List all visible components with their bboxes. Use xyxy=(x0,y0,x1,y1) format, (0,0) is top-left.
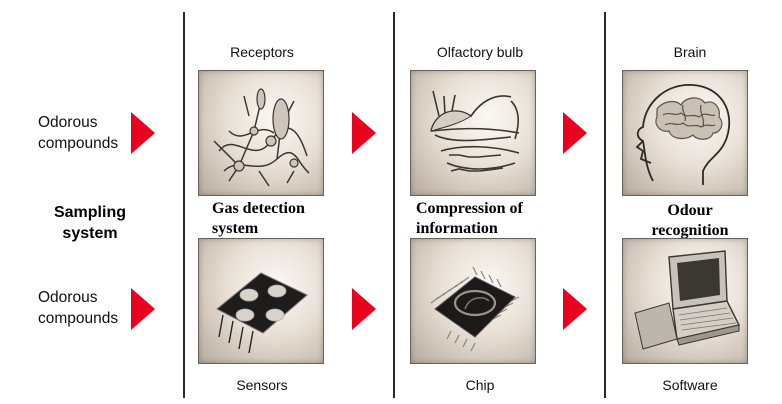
odour-recognition-line2: recognition xyxy=(651,222,729,239)
odour-recognition-label: Odour recognition xyxy=(628,201,752,241)
arrow-icon xyxy=(131,288,155,330)
brain-illustration xyxy=(622,70,748,196)
sampling-system-line1: Sampling xyxy=(53,204,126,221)
software-label: Software xyxy=(662,377,718,393)
sampling-system-line2: system xyxy=(62,225,118,242)
compression-label: Compression of information xyxy=(416,199,523,239)
arrow-icon xyxy=(563,112,587,154)
odour-recognition-line1: Odour xyxy=(667,202,713,219)
gas-detection-label: Gas detection system xyxy=(212,199,305,239)
sensors-label: Sensors xyxy=(236,377,288,393)
column-divider-2 xyxy=(393,12,395,398)
chip-label: Chip xyxy=(465,377,495,393)
sensors-illustration xyxy=(198,238,324,364)
gas-detection-line1: Gas detection xyxy=(212,200,305,217)
software-illustration xyxy=(622,238,748,364)
sampling-system-label: Sampling system xyxy=(40,202,140,244)
receptors-illustration xyxy=(198,70,324,196)
arrow-icon xyxy=(352,288,376,330)
compression-line2: information xyxy=(416,220,498,237)
arrow-icon xyxy=(563,288,587,330)
odorous-compounds-bottom-line2: compounds xyxy=(38,310,119,327)
odorous-compounds-top-line2: compounds xyxy=(38,135,119,152)
odorous-compounds-top-line1: Odorous xyxy=(38,114,98,131)
gas-detection-line2: system xyxy=(212,220,259,237)
arrow-icon xyxy=(352,112,376,154)
olfactory-bulb-label: Olfactory bulb xyxy=(436,44,524,60)
column-divider-1 xyxy=(183,12,185,398)
chip-illustration xyxy=(410,238,536,364)
olfactory-bulb-illustration xyxy=(410,70,536,196)
brain-label: Brain xyxy=(673,44,707,60)
odorous-compounds-top: Odorous compounds xyxy=(38,112,118,154)
odorous-compounds-bottom-line1: Odorous xyxy=(38,289,98,306)
odorous-compounds-bottom: Odorous compounds xyxy=(38,287,118,329)
receptors-label: Receptors xyxy=(230,44,294,60)
arrow-icon xyxy=(131,112,155,154)
column-divider-3 xyxy=(604,12,606,398)
compression-line1: Compression of xyxy=(416,200,523,217)
